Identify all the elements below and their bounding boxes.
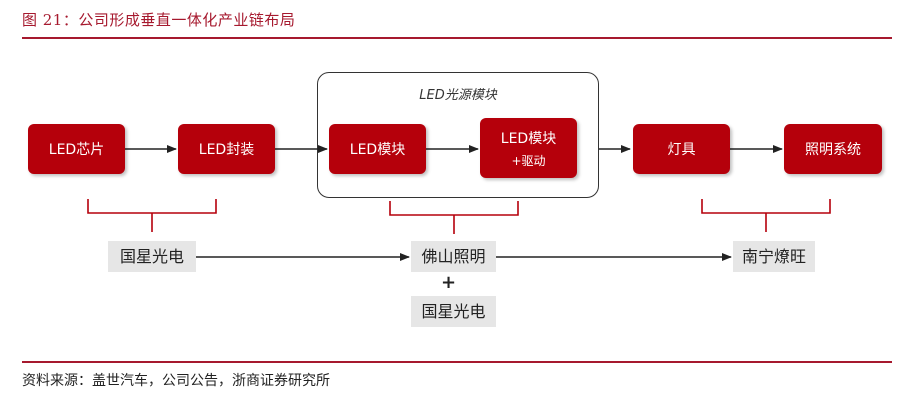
bracket-middle	[389, 201, 519, 234]
company-label-left: 国星光电	[108, 241, 196, 272]
bottom-rule	[22, 361, 892, 363]
top-rule	[22, 37, 892, 39]
chain-box-lighting-system: 照明系统	[784, 124, 882, 174]
group-label: LED光源模块	[419, 88, 497, 103]
led-light-source-module-group	[317, 72, 599, 198]
chain-box-led-module-driver: LED模块 +驱动	[480, 118, 577, 178]
company-label-right: 南宁燎旺	[733, 241, 815, 272]
company-label-middle-bottom: 国星光电	[411, 296, 496, 327]
company-label-middle-top: 佛山照明	[411, 241, 496, 272]
plus-sign: +	[441, 272, 457, 293]
figure-source: 资料来源：盖世汽车，公司公告，浙商证券研究所	[22, 373, 330, 389]
bracket-right	[701, 199, 831, 232]
chain-box-luminaire: 灯具	[633, 124, 730, 174]
bracket-left	[87, 199, 217, 232]
chain-box-led-module: LED模块	[329, 124, 426, 174]
chain-box-led-package: LED封装	[178, 124, 275, 174]
chain-box-led-chip: LED芯片	[28, 124, 125, 174]
figure-title: 图 21：公司形成垂直一体化产业链布局	[22, 11, 296, 29]
